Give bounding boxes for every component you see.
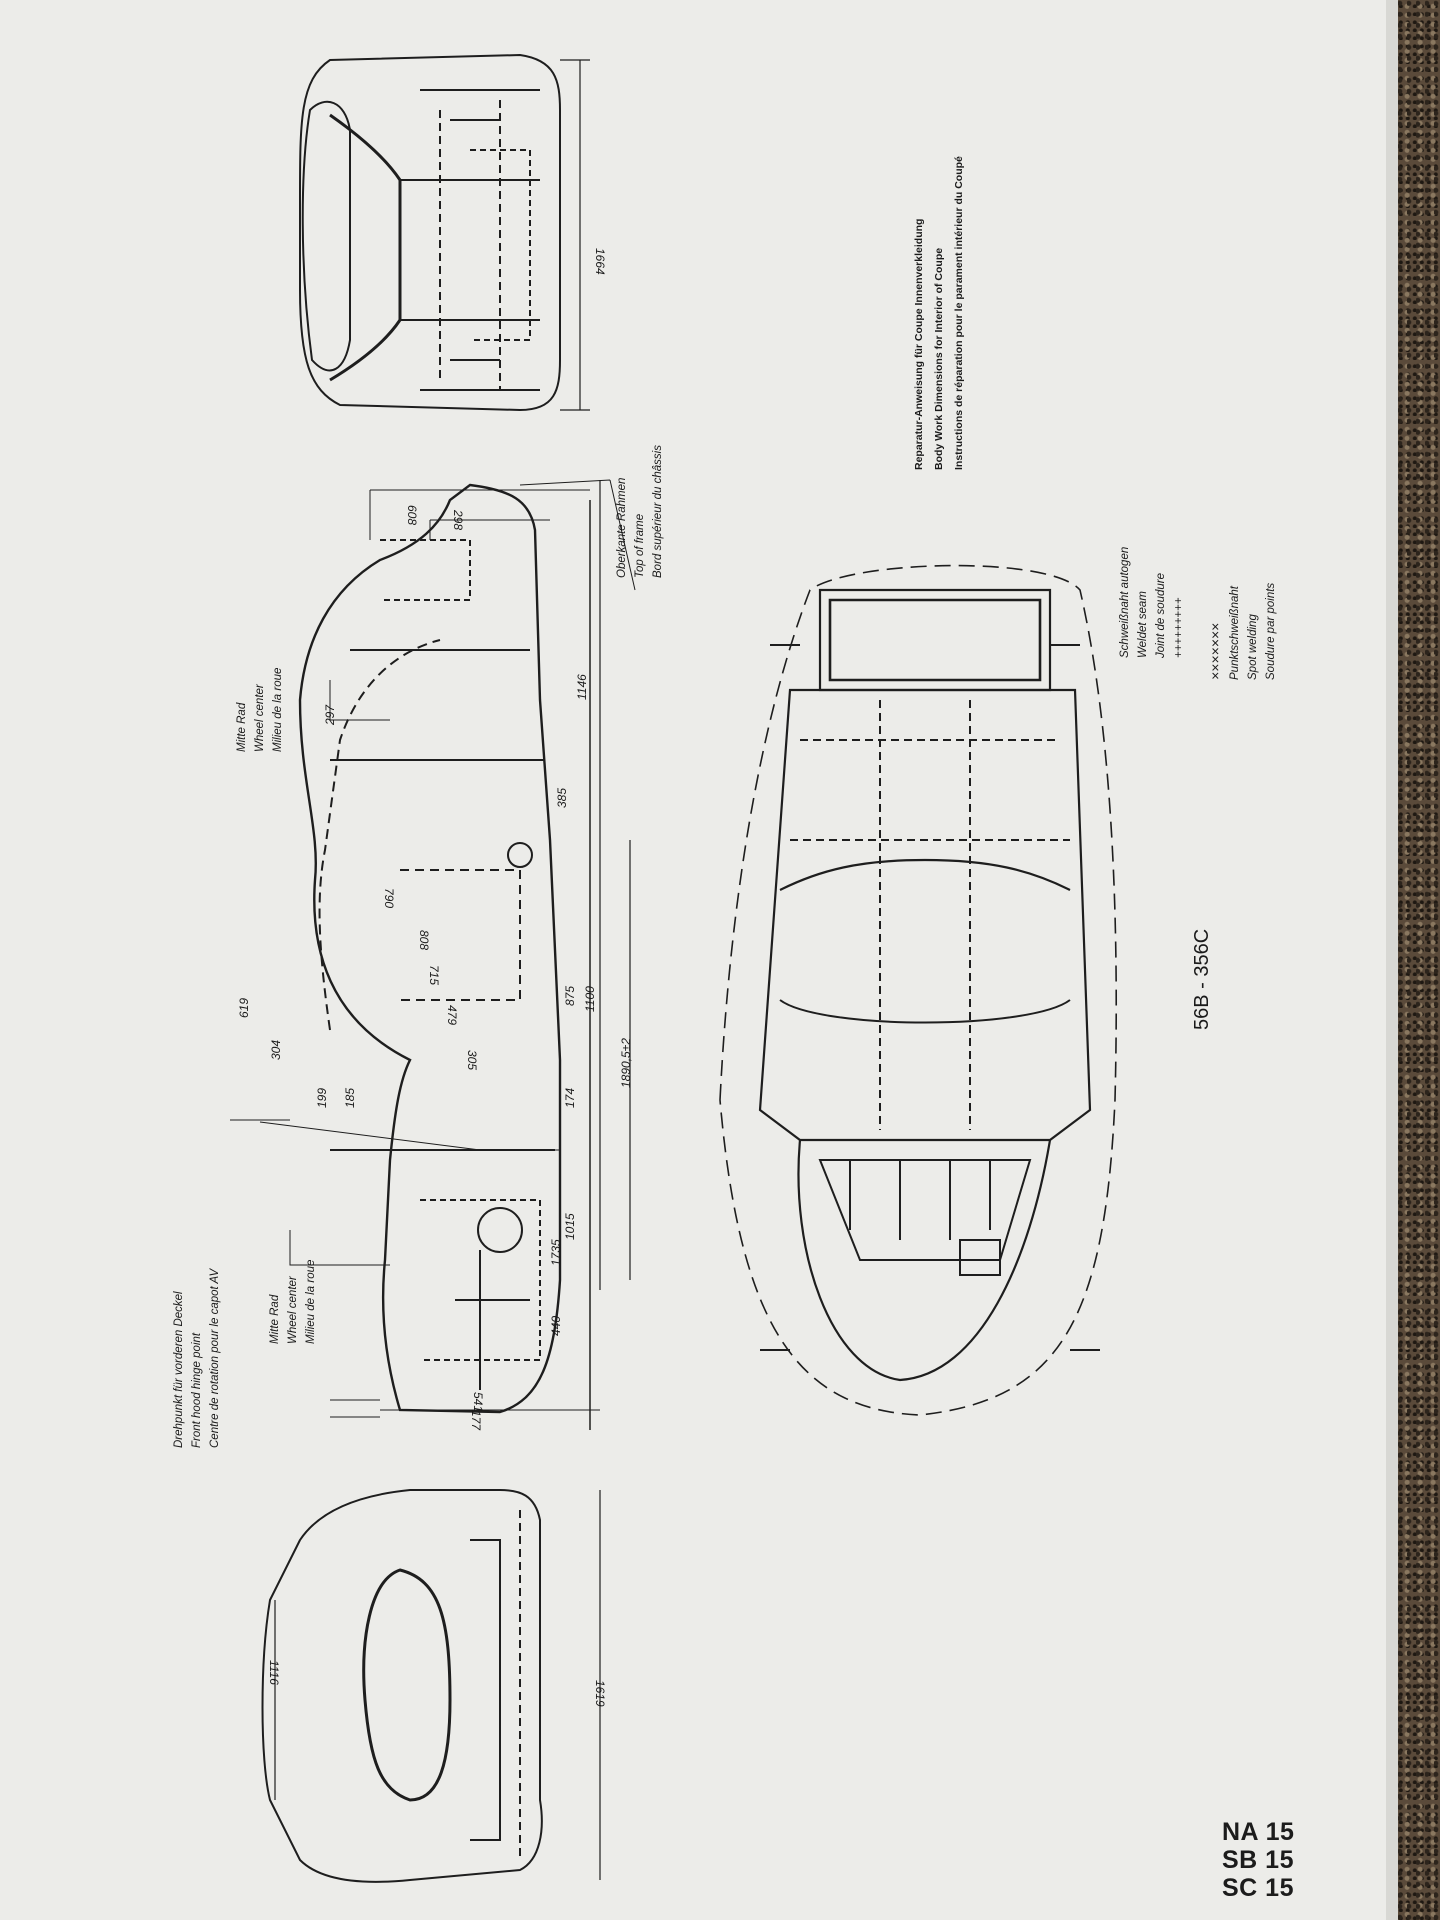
- title-de: Reparatur-Anweisung für Coupe Innenverkl…: [913, 219, 925, 470]
- title-block: Reparatur-Anweisung für Coupe Innenverkl…: [913, 156, 965, 470]
- svg-text:Spot welding: Spot welding: [1247, 614, 1259, 680]
- title-en: Body Work Dimensions for Interior of Cou…: [933, 248, 945, 470]
- dim-479: 479: [445, 1005, 459, 1025]
- plan-view-drawing: [719, 564, 1118, 1416]
- dimension-labels: 1664 1116 1619 608 298 297 1146 385 790 …: [237, 248, 633, 1707]
- dim-185: 185: [343, 1088, 357, 1108]
- top-frame-label: Oberkante Rahmen Top of frame Bord supér…: [616, 445, 664, 578]
- dim-rear-lower-width: 1619: [593, 1680, 607, 1707]
- dim-199: 199: [315, 1088, 329, 1108]
- dim-177: 177: [469, 1410, 483, 1431]
- rear-view-drawing: [261, 1489, 601, 1883]
- svg-text:Milieu de la roue: Milieu de la roue: [305, 1260, 317, 1344]
- dim-619: 619: [237, 998, 251, 1018]
- dim-305: 305: [465, 1050, 479, 1070]
- svg-text:Top of frame: Top of frame: [634, 514, 646, 578]
- svg-text:Centre de rotation pour le cap: Centre de rotation pour le capot AV: [209, 1267, 221, 1448]
- dim-297: 297: [323, 704, 337, 726]
- spot-weld-symbol: ×××××××: [1207, 623, 1223, 680]
- page-edge: [1386, 0, 1398, 1920]
- dim-608-top: 608: [405, 505, 419, 525]
- weld-seam-symbol: +++++++++: [1173, 597, 1185, 658]
- dim-1015: 1015: [563, 1213, 577, 1240]
- dim-808: 808: [417, 930, 431, 950]
- code-sc15: SC 15: [1222, 1874, 1294, 1902]
- wheel-center-rear-label: Mitte Rad Wheel center Milieu de la roue: [236, 668, 284, 752]
- dim-298: 298: [451, 509, 465, 530]
- model-text: 56B - 356C: [1191, 929, 1213, 1030]
- binder-background: [1398, 0, 1440, 1920]
- title-fr: Instructions de réparation pour le param…: [953, 156, 965, 470]
- svg-text:Mitte Rad: Mitte Rad: [236, 702, 248, 752]
- model-label: 56B - 356C: [1191, 929, 1213, 1030]
- code-sb15: SB 15: [1222, 1846, 1294, 1874]
- dim-790: 790: [382, 888, 396, 908]
- dim-440: 440: [549, 1316, 563, 1336]
- dim-385: 385: [555, 788, 569, 808]
- side-view-drawing: [230, 479, 636, 1430]
- code-na15: NA 15: [1222, 1818, 1295, 1846]
- svg-text:Oberkante Rahmen: Oberkante Rahmen: [616, 478, 628, 578]
- dim-1735: 1735: [549, 1239, 563, 1266]
- svg-text:Punktschweißnaht: Punktschweißnaht: [1229, 585, 1241, 680]
- svg-text:Front hood hinge point: Front hood hinge point: [191, 1332, 203, 1448]
- svg-text:Wheel center: Wheel center: [287, 1275, 299, 1344]
- dim-715: 715: [427, 965, 441, 985]
- dim-541: 541: [471, 1392, 485, 1412]
- svg-text:Mitte Rad: Mitte Rad: [269, 1294, 281, 1344]
- svg-text:Drehpunkt für vorderen Deckel: Drehpunkt für vorderen Deckel: [173, 1291, 185, 1448]
- legend-spot-weld: ××××××× Punktschweißnaht Spot welding So…: [1207, 583, 1277, 680]
- svg-text:Wheel center: Wheel center: [254, 683, 266, 752]
- svg-text:Schweißnaht autogen: Schweißnaht autogen: [1119, 547, 1131, 658]
- dim-1146: 1146: [575, 674, 589, 700]
- dim-1890: 1890,5±2: [619, 1038, 633, 1088]
- dim-1100: 1100: [583, 986, 597, 1012]
- svg-text:Weldet seam: Weldet seam: [1137, 591, 1149, 658]
- svg-text:Joint de soudure: Joint de soudure: [1155, 573, 1167, 659]
- dim-875: 875: [563, 986, 577, 1006]
- svg-text:Bord supérieur du châssis: Bord supérieur du châssis: [652, 445, 664, 578]
- dim-rear-upper-width: 1116: [267, 1660, 281, 1685]
- svg-text:Milieu de la roue: Milieu de la roue: [272, 668, 284, 752]
- wheel-center-front-label: Mitte Rad Wheel center Milieu de la roue: [269, 1260, 317, 1344]
- dim-174: 174: [563, 1088, 577, 1108]
- dim-304: 304: [269, 1040, 283, 1060]
- front-view-drawing: [299, 53, 590, 412]
- dim-front-width: 1664: [593, 248, 607, 275]
- legend-weld-seam: Schweißnaht autogen Weldet seam Joint de…: [1119, 547, 1185, 659]
- svg-text:Soudure par points: Soudure par points: [1265, 583, 1277, 680]
- manual-page: [0, 0, 1398, 1920]
- front-hinge-label: Drehpunkt für vorderen Deckel Front hood…: [173, 1267, 221, 1448]
